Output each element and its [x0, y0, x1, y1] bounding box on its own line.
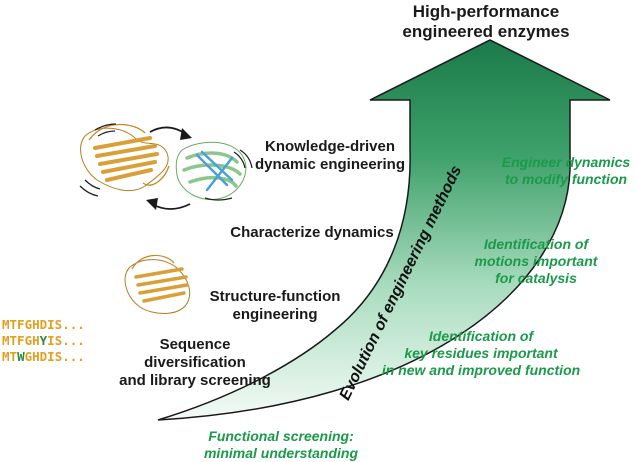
- annotation-line: Engineer dynamics: [501, 154, 631, 170]
- annotation-line: Functional screening:: [208, 428, 354, 444]
- annotation-functional-screening: Functional screening: minimal understand…: [196, 428, 366, 462]
- cycle-arrowhead-bottom: [146, 198, 158, 210]
- protein-structure-dynamic-icon: [175, 141, 247, 200]
- sequence-suffix: IS...: [47, 333, 85, 348]
- annotation-line: motions important: [474, 253, 598, 269]
- annotation-line: for catalysis: [495, 270, 577, 286]
- stage-label-line: diversification: [144, 354, 246, 371]
- stage-label-line: Characterize dynamics: [230, 224, 394, 241]
- annotation-line: Identification of: [483, 236, 589, 252]
- title-line-2: engineered enzymes: [402, 22, 570, 41]
- stage-label-knowledge-driven: Knowledge-driven dynamic engineering: [250, 138, 410, 174]
- sequence-prefix: MTFGH: [2, 333, 40, 348]
- stage-label-line: Sequence: [159, 336, 231, 353]
- annotation-line: minimal understanding: [203, 445, 358, 461]
- annotation-engineer-dynamics: Engineer dynamics to modify function: [498, 154, 634, 188]
- sequence-2: MTFGHYIS...: [2, 333, 85, 349]
- sequence-mutation: Y: [39, 333, 48, 348]
- title-line-1: High-performance: [412, 2, 560, 21]
- sequence-prefix: MTFGHDIS...: [2, 317, 85, 332]
- annotation-line: key residues important: [404, 345, 558, 361]
- stage-label-line: Structure-function: [209, 288, 341, 305]
- protein-structure-gold-icon: [80, 123, 170, 192]
- stage-label-line: Knowledge-driven: [264, 138, 395, 155]
- sequence-1: MTFGHDIS...: [2, 317, 85, 333]
- motion-marks-right: [204, 149, 253, 201]
- annotation-identification-motions: Identification of motions important for …: [466, 236, 606, 287]
- protein-structure-middle-icon: [124, 254, 191, 314]
- sequence-prefix: MT: [2, 349, 18, 364]
- stage-label-structure-function: Structure-function engineering: [200, 288, 350, 324]
- stage-label-sequence-diversification: Sequence diversification and library scr…: [115, 336, 275, 390]
- sequence-suffix: GHDIS...: [24, 349, 85, 364]
- sequence-3: MTWGHDIS...: [2, 349, 85, 365]
- annotation-identification-residues: Identification of key residues important…: [376, 328, 586, 379]
- sequence-mutation: W: [17, 349, 25, 364]
- stage-label-line: dynamic engineering: [254, 156, 406, 173]
- motion-marks-left: [79, 123, 117, 197]
- cycle-arrowhead-top: [180, 128, 192, 140]
- annotation-line: to modify function: [504, 171, 628, 187]
- annotation-line: in new and improved function: [381, 362, 581, 378]
- stage-label-line: engineering: [232, 306, 318, 323]
- evolution-arrow: [157, 39, 611, 421]
- annotation-line: Identification of: [428, 328, 534, 344]
- stage-label-characterize: Characterize dynamics: [222, 224, 402, 242]
- stage-label-line: and library screening: [119, 372, 271, 389]
- title: High-performance engineered enzymes: [350, 2, 622, 42]
